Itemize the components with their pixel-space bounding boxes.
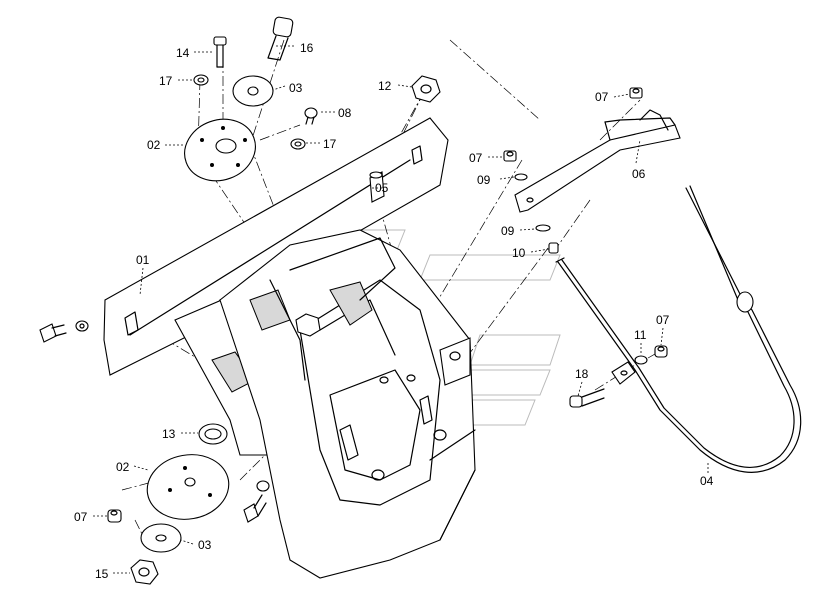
main-housing (219, 229, 476, 579)
part-08-screw (304, 107, 318, 125)
part-18-bolt (569, 388, 605, 408)
part-11-washer (634, 355, 648, 365)
callout-05: 05 (375, 181, 389, 195)
callout-03-bottom: 03 (198, 538, 212, 552)
callout-18: 18 (575, 367, 589, 381)
callout-07-left: 07 (469, 151, 483, 165)
part-10-spacer (548, 242, 559, 254)
callout-09-top: 09 (477, 173, 491, 187)
part-04-wire-bow (555, 185, 802, 473)
callout-07-top: 07 (595, 90, 609, 104)
callout-10: 10 (512, 246, 526, 260)
callout-11: 11 (634, 328, 647, 342)
part-side-bolt (39, 320, 89, 343)
part-14-pin (213, 36, 227, 68)
part-16-bolt (267, 16, 294, 61)
callout-17-right: 17 (323, 137, 337, 151)
callout-02-bottom: 02 (116, 460, 130, 474)
part-07-nut-top (629, 87, 643, 99)
part-07-nut-left (503, 150, 517, 162)
callout-12: 12 (378, 79, 392, 93)
leader-lines (93, 45, 709, 574)
callout-01: 01 (136, 253, 150, 267)
part-07-nut-right (654, 345, 668, 358)
callout-labels: 14 16 17 03 08 17 02 12 05 07 07 06 09 0… (74, 41, 714, 581)
part-09-washer-b (535, 224, 551, 232)
callout-08: 08 (338, 106, 352, 120)
callout-14: 14 (176, 46, 190, 60)
part-15-nut (130, 559, 159, 585)
callout-02-top: 02 (147, 138, 161, 152)
part-bottom-bolt (243, 480, 270, 523)
part-13-ring (198, 423, 228, 445)
part-07-nut-bottom (107, 509, 122, 523)
callout-17-top: 17 (159, 74, 173, 88)
part-05-spacer (369, 171, 385, 203)
callout-06: 06 (632, 167, 646, 181)
part-03-washer-bottom (140, 523, 182, 553)
part-02-disc-bottom (146, 454, 230, 520)
part-02-disc-top (184, 118, 256, 182)
part-09-washer-a (514, 173, 528, 181)
callout-13: 13 (162, 427, 176, 441)
callout-15: 15 (95, 567, 109, 581)
part-12-nut (411, 75, 441, 103)
callout-16: 16 (300, 41, 314, 55)
callout-07-right: 07 (656, 313, 670, 327)
callout-07-bottom: 07 (74, 510, 88, 524)
part-06-angle-bracket (514, 109, 681, 213)
part-03-washer-top (232, 75, 274, 107)
callout-04: 04 (700, 474, 714, 488)
callout-03-top: 03 (289, 81, 303, 95)
callout-09-bottom: 09 (501, 224, 515, 238)
